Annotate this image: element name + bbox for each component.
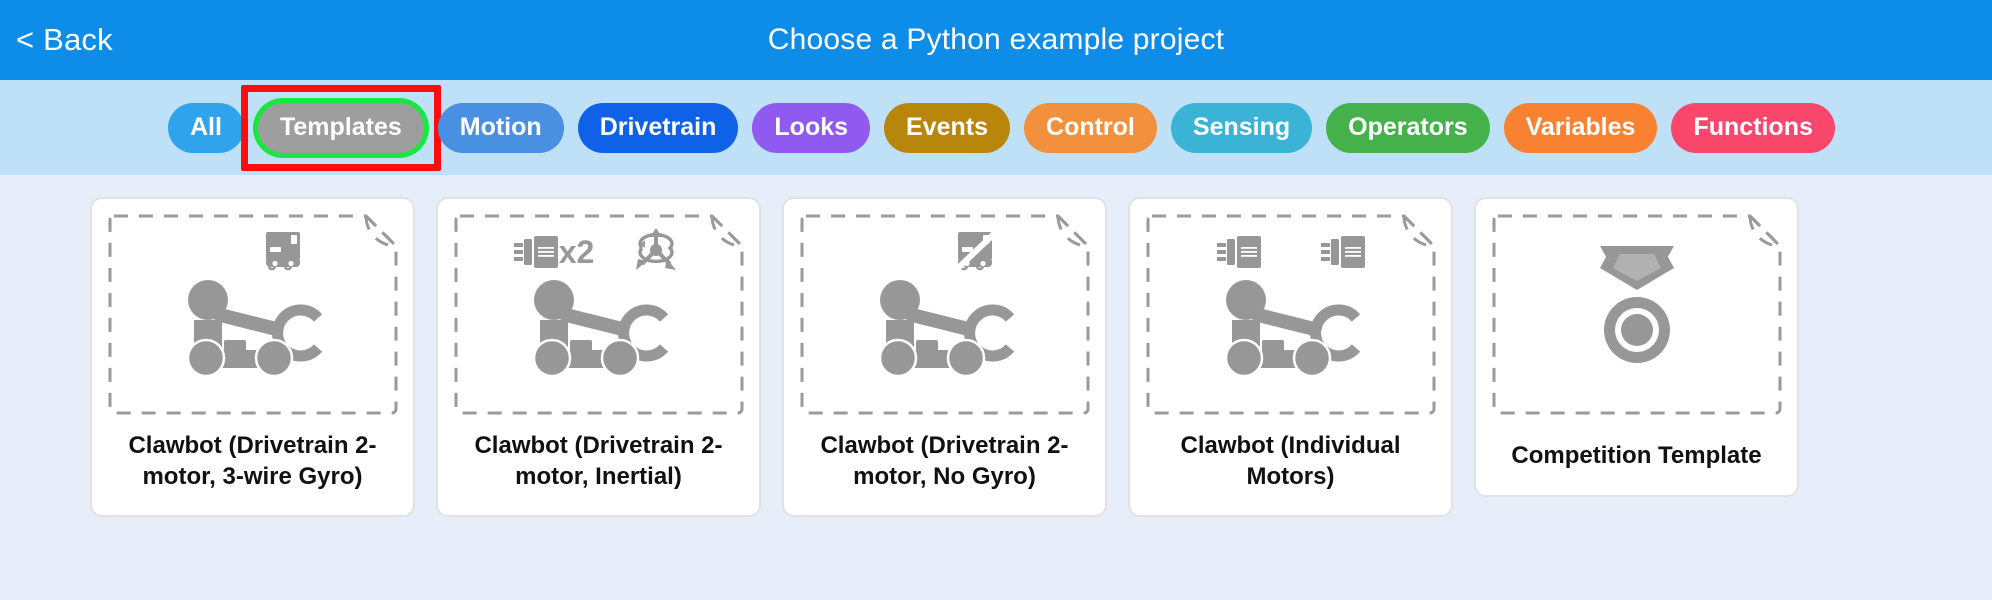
category-pill-label: Operators xyxy=(1348,113,1468,141)
dashed-page-frame xyxy=(800,212,1092,415)
project-card[interactable]: Clawbot (Individual Motors) xyxy=(1128,197,1453,517)
motor-icon xyxy=(513,236,558,268)
project-card-icon-area xyxy=(106,212,400,417)
category-pill-label: Variables xyxy=(1525,113,1636,141)
page-title: Choose a Python example project xyxy=(767,23,1225,56)
header-bar: < Back Choose a Python example project xyxy=(0,0,1992,80)
category-pill-label: Looks xyxy=(774,113,849,141)
project-card-badge: x2 xyxy=(513,232,595,272)
clawbot-robot-icon xyxy=(532,280,668,378)
clawbot-robot-icon xyxy=(878,280,1014,378)
category-pill-functions[interactable]: Functions xyxy=(1671,102,1835,153)
category-pill-label: Templates xyxy=(279,113,402,141)
clawbot-robot-icon xyxy=(1224,280,1360,378)
category-pill-label: Functions xyxy=(1693,113,1813,141)
category-pill-sensing[interactable]: Sensing xyxy=(1170,102,1313,153)
category-pill-operators[interactable]: Operators xyxy=(1326,102,1490,153)
dashed-page-frame xyxy=(1492,212,1784,415)
category-pill-motion[interactable]: Motion xyxy=(437,102,564,153)
project-card-badge xyxy=(954,230,1000,274)
inertial-sensor-icon xyxy=(636,228,677,270)
category-pill-label: Sensing xyxy=(1192,113,1291,141)
category-pill-events[interactable]: Events xyxy=(884,102,1011,153)
project-card-main-icon xyxy=(1216,280,1366,381)
project-card-label: Competition Template xyxy=(1511,442,1762,469)
dashed-page-frame xyxy=(1146,212,1438,415)
project-card-glyphs xyxy=(1490,212,1784,417)
category-pill-label: Events xyxy=(906,113,989,141)
project-card-label: Clawbot (Drivetrain 2-motor, Inertial) xyxy=(474,432,723,490)
category-filter-bar: All Templates Motion Drivetrain Looks Events C… xyxy=(0,80,1992,175)
no-gyro-sensor-icon xyxy=(954,230,997,272)
project-card[interactable]: Clawbot (Drivetrain 2-motor, No Gyro) xyxy=(782,197,1107,517)
dashed-page-frame xyxy=(454,212,746,415)
category-pill-templates[interactable]: Templates xyxy=(240,84,441,171)
project-card-badge-row xyxy=(798,226,1092,278)
project-card-badge xyxy=(1216,232,1262,272)
project-card[interactable]: Competition Template xyxy=(1474,197,1799,497)
category-pill-label: Drivetrain xyxy=(599,113,717,141)
project-card[interactable]: Clawbot (Drivetrain 2-motor, 3-wire Gyro… xyxy=(90,197,415,517)
project-card-badge xyxy=(262,230,308,274)
dashed-page-frame xyxy=(108,212,400,415)
category-pill-control[interactable]: Control xyxy=(1024,102,1157,153)
gyro-sensor-icon xyxy=(265,232,300,271)
project-card-icon-area xyxy=(1144,212,1438,417)
project-card-badge-row: x2 xyxy=(452,226,746,278)
project-card-glyphs xyxy=(1144,212,1438,417)
project-card-main-icon xyxy=(524,280,674,381)
project-card-badge-row xyxy=(106,226,400,278)
project-card-glyphs xyxy=(106,212,400,417)
project-card-main-icon xyxy=(178,280,328,381)
project-card-label: Clawbot (Individual Motors) xyxy=(1180,432,1401,490)
category-pill-all[interactable]: All xyxy=(168,102,244,153)
project-card-icon-area: x2 xyxy=(452,212,746,417)
project-card-label: Clawbot (Drivetrain 2-motor, No Gyro) xyxy=(820,432,1069,490)
competition-medal-icon xyxy=(1599,246,1674,363)
project-card-glyphs xyxy=(798,212,1092,417)
project-card-grid: Clawbot (Drivetrain 2-motor, 3-wire Gyro… xyxy=(0,175,1992,600)
project-card-main-icon xyxy=(1578,242,1696,375)
back-button[interactable]: < Back xyxy=(16,22,113,57)
project-card-icon-area xyxy=(798,212,1092,417)
motor-icon xyxy=(1216,236,1261,268)
project-card-badge xyxy=(628,226,684,278)
motor-icon xyxy=(1320,236,1365,268)
project-card-label: Clawbot (Drivetrain 2-motor, 3-wire Gyro… xyxy=(128,432,377,490)
category-pill-drivetrain[interactable]: Drivetrain xyxy=(577,102,739,153)
category-pill-label: Motion xyxy=(459,113,542,141)
category-pill-variables[interactable]: Variables xyxy=(1503,102,1658,153)
category-pill-label: All xyxy=(190,113,222,141)
project-card-badge-row xyxy=(1144,226,1438,278)
project-card[interactable]: x2 Clawbot (Drivetrain 2-motor, Inertial… xyxy=(436,197,761,517)
category-pill-looks[interactable]: Looks xyxy=(752,102,871,153)
project-card-badge xyxy=(1320,232,1366,272)
project-card-icon-area xyxy=(1490,212,1784,417)
project-card-main-icon xyxy=(870,280,1020,381)
category-pill-label: Control xyxy=(1046,113,1135,141)
project-card-glyphs: x2 xyxy=(452,212,746,417)
clawbot-robot-icon xyxy=(186,280,322,378)
motor-multiplier-label: x2 xyxy=(558,234,595,270)
